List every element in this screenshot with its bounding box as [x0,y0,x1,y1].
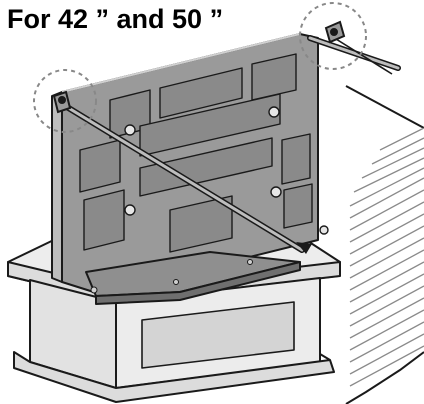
right-anchor-callout [299,2,367,70]
right-clip [324,20,346,44]
right-securing-cord [307,33,401,75]
tv-panel [51,33,329,295]
diagram-title: For 42 ” and 50 ” [7,4,224,34]
wall [345,85,424,404]
wall-hatching [349,127,424,387]
left-anchor-callout [33,69,97,133]
left-securing-cord [59,101,312,254]
left-clip [52,90,72,114]
tv-pedestal [85,251,301,305]
